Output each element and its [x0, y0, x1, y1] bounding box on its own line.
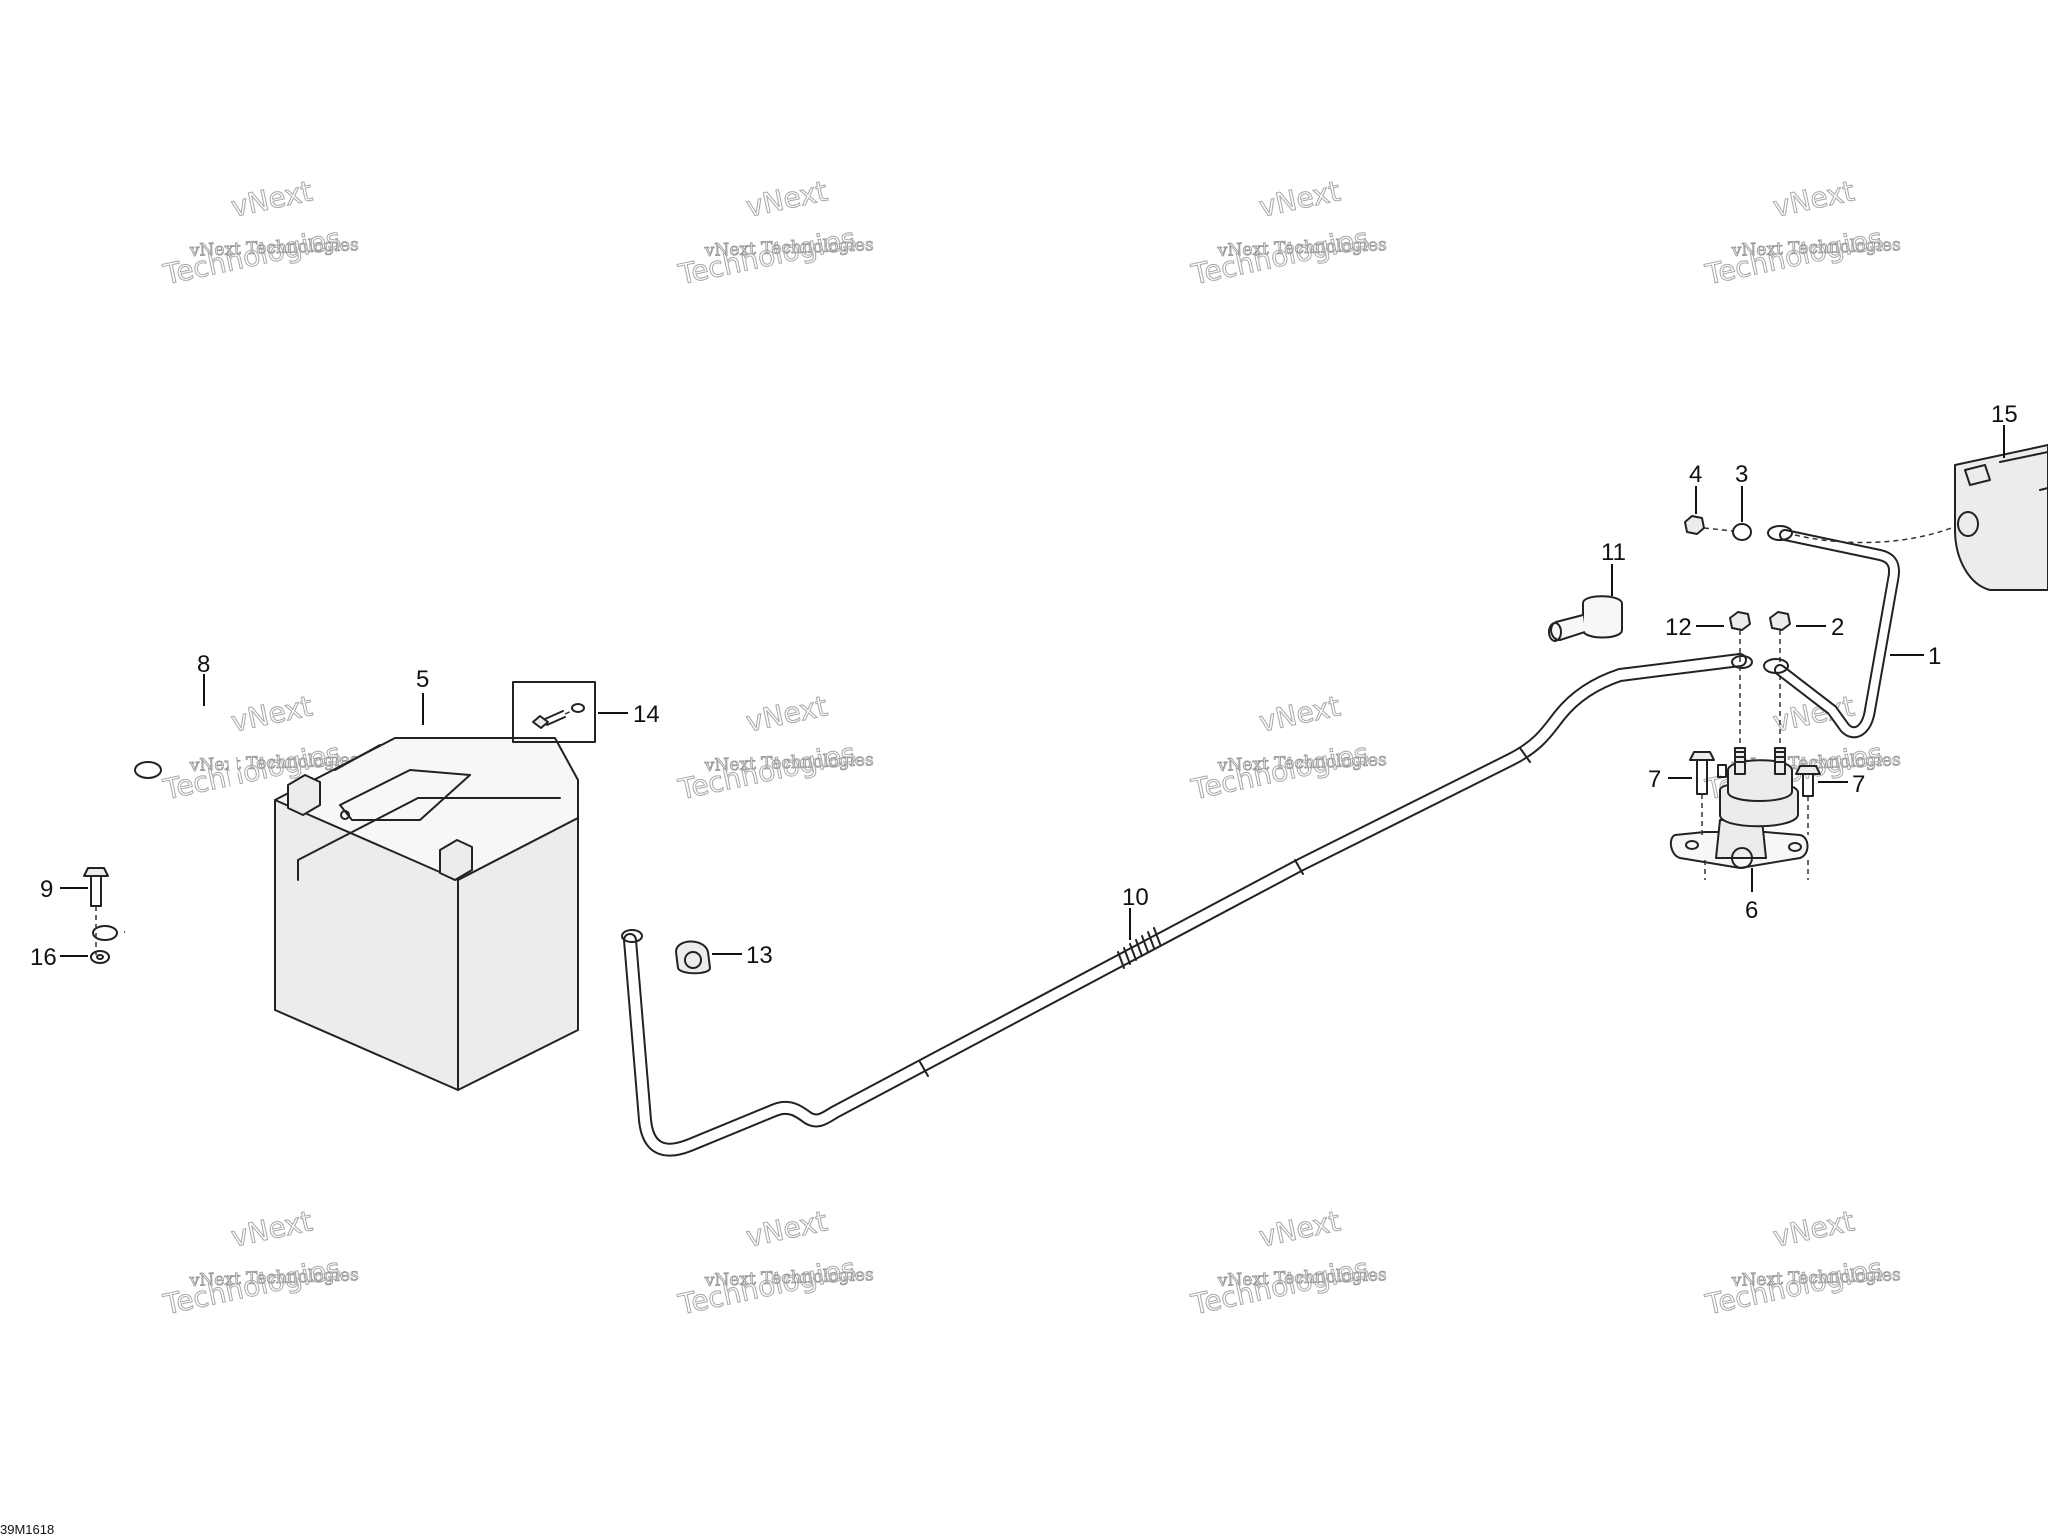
watermark-9: vNext vNext Technologies Technologies — [159, 1204, 359, 1322]
watermark-7: vNext vNext Technologies Technologies — [1187, 689, 1387, 807]
callout-16: 16 — [30, 944, 57, 971]
nut-4 — [1684, 515, 1705, 535]
svg-text:vNext: vNext — [228, 689, 315, 738]
nut-2 — [1769, 611, 1791, 760]
svg-text:Technologies: Technologies — [1702, 222, 1886, 292]
svg-text:Technologies: Technologies — [160, 222, 344, 292]
watermark-10: vNext vNext Technologies Technologies — [674, 1204, 874, 1322]
negative-cable — [92, 707, 251, 941]
callout-7-left: 7 — [1648, 766, 1661, 793]
callout-10: 10 — [1122, 884, 1149, 911]
svg-text:vNext: vNext — [1770, 174, 1857, 223]
svg-text:Technologies: Technologies — [1188, 222, 1372, 292]
callout-4: 4 — [1689, 461, 1702, 488]
starter-solenoid — [1669, 747, 1809, 880]
callout-7-right: 7 — [1852, 771, 1865, 798]
svg-text:vNext: vNext — [743, 689, 830, 738]
callout-13: 13 — [746, 942, 773, 969]
leader-lines — [60, 425, 2005, 957]
watermark-6: vNext vNext Technologies Technologies — [674, 689, 874, 807]
watermark-1: vNext vNext Technologies Technologies — [159, 174, 359, 292]
starter-motor — [1954, 444, 2048, 591]
callout-labels: 8 5 14 9 16 10 13 11 12 2 4 3 1 15 7 7 6 — [30, 401, 2018, 971]
bolt-7-right — [1795, 765, 1821, 835]
callout-9: 9 — [40, 876, 53, 903]
callout-2: 2 — [1831, 614, 1844, 641]
svg-text:vNext: vNext — [228, 174, 315, 223]
svg-text:Technologies: Technologies — [675, 737, 859, 807]
washer-16 — [90, 950, 110, 964]
callout-15: 15 — [1991, 401, 2018, 428]
svg-text:Technologies: Technologies — [160, 1252, 344, 1322]
callout-1: 1 — [1928, 643, 1941, 670]
bolt-7-left — [1689, 751, 1715, 835]
grommet-13 — [675, 940, 711, 975]
svg-text:Technologies: Technologies — [1188, 737, 1372, 807]
positive-cable — [621, 653, 1753, 1157]
bolt-9 — [83, 867, 109, 955]
nut-12 — [1729, 611, 1751, 760]
watermark-3: vNext vNext Technologies Technologies — [1187, 174, 1387, 292]
svg-text:vNext: vNext — [1256, 689, 1343, 738]
watermark-2: vNext vNext Technologies Technologies — [674, 174, 874, 292]
svg-text:vNext: vNext — [743, 1204, 830, 1253]
starter-cable — [1763, 525, 1901, 739]
drawing-code: 39M1618 — [0, 1522, 54, 1536]
svg-text:Technologies: Technologies — [1188, 1252, 1372, 1322]
svg-text:vNext: vNext — [1256, 1204, 1343, 1253]
callout-8: 8 — [197, 651, 210, 678]
callout-6: 6 — [1745, 897, 1758, 924]
watermark-12: vNext vNext Technologies Technologies — [1701, 1204, 1901, 1322]
svg-text:vNext: vNext — [228, 1204, 315, 1253]
terminal-cover — [1548, 595, 1623, 642]
watermark-11: vNext vNext Technologies Technologies — [1187, 1204, 1387, 1322]
bolt-kit-box — [512, 681, 596, 743]
battery — [274, 737, 579, 1091]
svg-text:Technologies: Technologies — [1702, 1252, 1886, 1322]
callout-5: 5 — [416, 666, 429, 693]
svg-text:Technologies: Technologies — [675, 1252, 859, 1322]
callout-3: 3 — [1735, 461, 1748, 488]
svg-text:vNext: vNext — [1256, 174, 1343, 223]
callout-11: 11 — [1601, 539, 1626, 566]
washer-3 — [1732, 523, 1752, 541]
svg-text:Technologies: Technologies — [675, 222, 859, 292]
svg-text:vNext: vNext — [743, 174, 830, 223]
callout-12: 12 — [1665, 614, 1692, 641]
callout-14: 14 — [633, 701, 660, 728]
svg-text:vNext: vNext — [1770, 1204, 1857, 1253]
watermark-4: vNext vNext Technologies Technologies — [1701, 174, 1901, 292]
